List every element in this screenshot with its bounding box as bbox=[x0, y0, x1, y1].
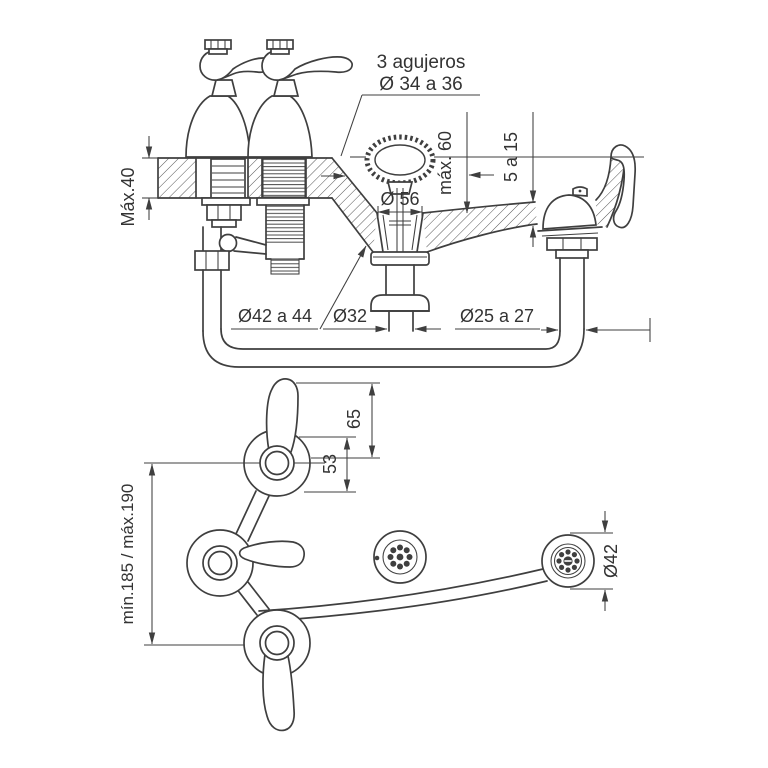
tap-right bbox=[247, 39, 353, 158]
tap-right-bell bbox=[247, 95, 313, 158]
plan-handle-top-lever bbox=[265, 378, 299, 458]
dim-drain-pipe-diameter: Ø32 bbox=[323, 306, 441, 333]
tap-right-knurl bbox=[266, 39, 294, 55]
label-holes-count: 3 agujeros bbox=[377, 52, 466, 73]
deck-hatch bbox=[157, 157, 333, 199]
dim-drain-diameter: Ø 56 bbox=[377, 189, 423, 219]
dim-deck-thickness: Máx.40 bbox=[118, 136, 158, 227]
dim-deck-thickness-label: Máx.40 bbox=[118, 167, 138, 226]
label-holes-diameter: Ø 34 a 36 bbox=[379, 74, 462, 95]
dim-spray-rose-diameter: Ø42 bbox=[570, 511, 621, 611]
drain-plug bbox=[364, 134, 436, 195]
tap-left-shank bbox=[201, 158, 251, 228]
dim-handle-offset-label: 53 bbox=[320, 454, 340, 474]
dim-handle-spacing-label: mín.185 / máx.190 bbox=[118, 484, 137, 625]
dim-lever-height: 65 bbox=[296, 382, 380, 459]
tap-left bbox=[185, 39, 273, 158]
dim-max-depth-label: máx. 60 bbox=[435, 131, 455, 195]
plan-handle-bottom bbox=[144, 609, 311, 732]
spray-nozzle bbox=[537, 186, 603, 332]
tap-right-lever bbox=[261, 50, 353, 81]
supply-pipe bbox=[194, 226, 585, 368]
label-holes-note: 3 agujeros Ø 34 a 36 bbox=[321, 52, 494, 180]
dim-drain-diameter-label: Ø 56 bbox=[380, 189, 419, 209]
dim-spray-rose-label: Ø42 bbox=[601, 544, 621, 578]
bowl-bottom bbox=[422, 201, 538, 253]
dim-max-depth: máx. 60 bbox=[435, 112, 471, 214]
dim-handle-offset: 53 bbox=[299, 436, 356, 493]
plan-view: 65 53 mín.185 / máx.190 Ø42 bbox=[118, 378, 621, 732]
tap-right-shank bbox=[256, 158, 310, 275]
bowl-rim bbox=[595, 144, 637, 229]
side-section-view: Máx.40 máx. 60 5 a 15 Ø 56 3 agujeros Ø … bbox=[118, 39, 651, 368]
plan-handle-middle-lever bbox=[238, 540, 305, 568]
dim-rim-thickness: 5 a 15 bbox=[501, 112, 537, 247]
dim-spray-hole-label: Ø25 a 27 bbox=[460, 306, 534, 326]
plan-spray-rose bbox=[541, 534, 595, 588]
hex-coupling bbox=[194, 250, 230, 271]
dim-tap-hole-diameter: Ø42 a 44 bbox=[231, 245, 367, 330]
dim-rim-thickness-label: 5 a 15 bbox=[501, 132, 521, 182]
dim-tap-hole-label: Ø42 a 44 bbox=[238, 306, 312, 326]
tap-left-lever bbox=[199, 50, 273, 81]
dim-spray-hole-diameter: Ø25 a 27 bbox=[455, 306, 651, 342]
tap-left-knurl bbox=[204, 39, 232, 55]
branch-elbow bbox=[218, 233, 238, 253]
dim-lever-height-label: 65 bbox=[344, 409, 364, 429]
plan-handle-middle bbox=[186, 529, 305, 597]
plan-handle-top bbox=[144, 378, 325, 497]
dim-drain-pipe-label: Ø32 bbox=[333, 306, 367, 326]
tap-left-bell bbox=[185, 95, 251, 158]
drain-body bbox=[370, 188, 430, 332]
bowl-slope bbox=[331, 157, 378, 253]
overflow-mark bbox=[374, 555, 380, 561]
plan-handle-bottom-lever bbox=[262, 648, 296, 732]
dim-handle-spacing: mín.185 / máx.190 bbox=[118, 463, 156, 645]
plan-drain-strainer bbox=[373, 530, 427, 584]
